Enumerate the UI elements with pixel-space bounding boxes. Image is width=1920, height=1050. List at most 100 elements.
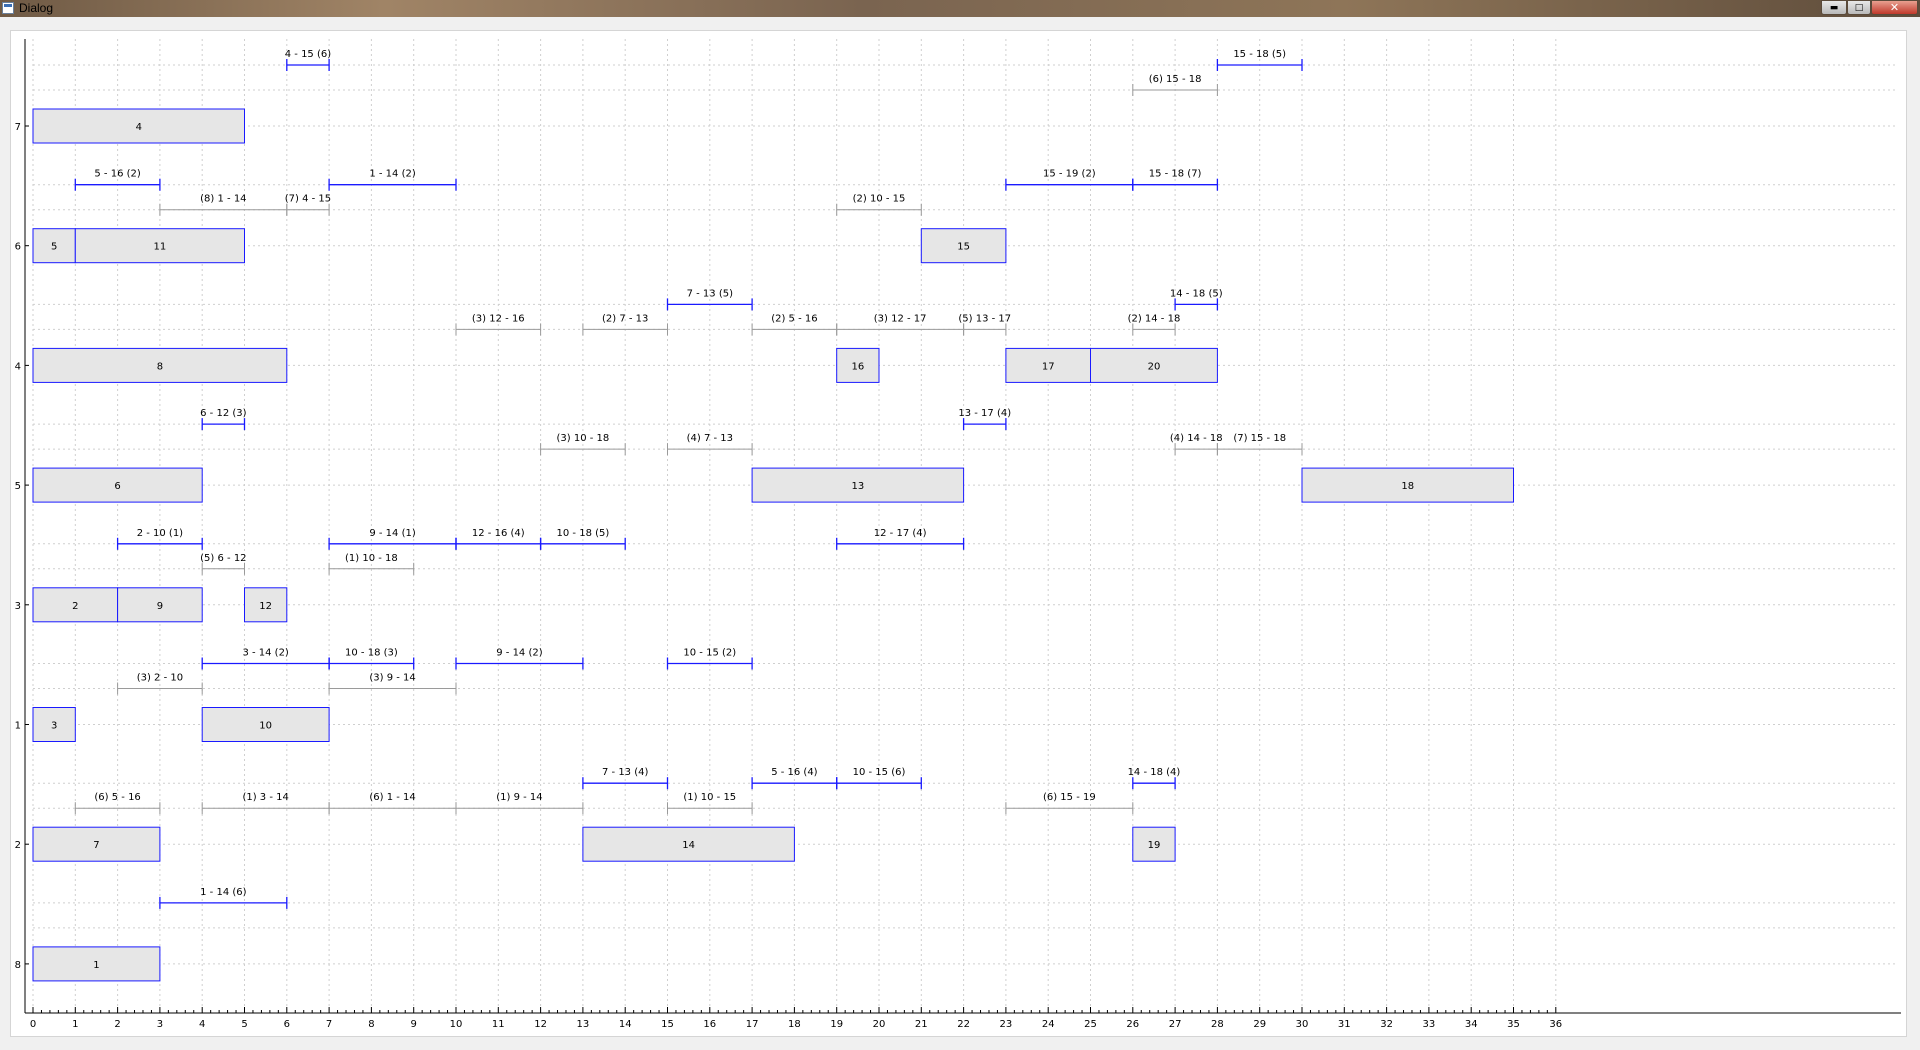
- interval-label: (7) 15 - 18: [1233, 433, 1286, 444]
- y-tick-label: 7: [15, 122, 21, 133]
- y-tick-label: 1: [15, 721, 21, 732]
- y-tick-label: 6: [15, 242, 21, 253]
- x-tick-label: 12: [534, 1019, 547, 1030]
- interval-label: (6) 15 - 18: [1149, 74, 1202, 85]
- x-tick-label: 15: [661, 1019, 674, 1030]
- task-bar-label: 3: [51, 721, 57, 732]
- task-bar: [74, 228, 245, 264]
- x-tick-label: 20: [873, 1019, 886, 1030]
- interval-label: (5) 13 - 17: [958, 313, 1011, 324]
- task-bar: [32, 707, 76, 742]
- y-tick-label: 8: [15, 960, 21, 971]
- x-tick-label: 23: [1000, 1019, 1013, 1030]
- task-bar-label: 20: [1148, 361, 1161, 372]
- interval-markers: 4 - 15 (6)15 - 18 (5)(6) 15 - 185 - 16 (…: [74, 49, 1303, 909]
- x-tick-label: 2: [114, 1019, 120, 1030]
- task-bar: [836, 347, 880, 383]
- task-bar-label: 13: [851, 481, 864, 492]
- x-tick-label: 22: [957, 1019, 970, 1030]
- maximize-button[interactable]: □: [1847, 0, 1871, 15]
- task-bar-label: 2: [72, 601, 78, 612]
- task-bar: [117, 587, 203, 623]
- interval-label: (4) 7 - 13: [687, 433, 733, 444]
- x-tick-label: 31: [1338, 1019, 1351, 1030]
- x-tick-label: 33: [1423, 1019, 1436, 1030]
- x-tick-label: 21: [915, 1019, 928, 1030]
- x-tick-label: 14: [619, 1019, 632, 1030]
- task-bar-label: 17: [1042, 361, 1055, 372]
- x-tick-label: 7: [326, 1019, 332, 1030]
- interval-label: 5 - 16 (2): [94, 169, 140, 180]
- interval-label: (7) 4 - 15: [285, 194, 331, 205]
- interval-label: (3) 10 - 18: [557, 433, 610, 444]
- interval-label: 15 - 19 (2): [1043, 169, 1096, 180]
- interval-label: 10 - 18 (3): [345, 648, 398, 659]
- interval-label: (3) 9 - 14: [369, 673, 415, 684]
- x-tick-label: 34: [1465, 1019, 1478, 1030]
- task-bar: [582, 826, 795, 862]
- x-tick-label: 10: [450, 1019, 463, 1030]
- interval-label: 10 - 15 (2): [683, 648, 736, 659]
- interval-label: 3 - 14 (2): [242, 648, 288, 659]
- interval-label: 14 - 18 (5): [1170, 288, 1223, 299]
- interval-label: (2) 7 - 13: [602, 313, 648, 324]
- x-tick-label: 6: [284, 1019, 290, 1030]
- x-tick-label: 30: [1296, 1019, 1309, 1030]
- interval-label: 15 - 18 (7): [1149, 169, 1202, 180]
- x-tick-label: 3: [157, 1019, 163, 1030]
- interval-label: (1) 10 - 15: [683, 792, 736, 803]
- task-bar-label: 15: [957, 242, 970, 253]
- interval-label: (8) 1 - 14: [200, 194, 246, 205]
- task-bar: [1005, 347, 1092, 383]
- interval-label: (1) 10 - 18: [345, 553, 398, 564]
- y-tick-label: 4: [15, 361, 21, 372]
- x-tick-label: 36: [1549, 1019, 1562, 1030]
- task-bar: [244, 587, 288, 623]
- interval-label: 7 - 13 (4): [602, 767, 648, 778]
- task-bar: [32, 587, 119, 623]
- close-button[interactable]: ✕: [1871, 0, 1918, 15]
- interval-label: (4) 14 - 18: [1170, 433, 1223, 444]
- interval-label: (2) 10 - 15: [853, 194, 906, 205]
- task-bar: [1090, 347, 1218, 383]
- x-tick-label: 24: [1042, 1019, 1055, 1030]
- interval-label: (6) 5 - 16: [94, 792, 140, 803]
- interval-label: (1) 9 - 14: [496, 792, 542, 803]
- interval-label: 9 - 14 (1): [369, 528, 415, 539]
- x-tick-label: 26: [1126, 1019, 1139, 1030]
- y-tick-label: 5: [15, 481, 21, 492]
- task-bar: [32, 108, 245, 144]
- task-bar-label: 10: [259, 721, 272, 732]
- task-bar: [751, 467, 965, 503]
- task-bar-label: 7: [93, 840, 99, 851]
- task-bar-label: 11: [154, 242, 167, 253]
- task-bar-label: 1: [93, 960, 99, 971]
- task-bar-label: 9: [157, 601, 163, 612]
- interval-label: (2) 14 - 18: [1128, 313, 1181, 324]
- interval-label: (3) 12 - 17: [874, 313, 927, 324]
- x-tick-label: 0: [30, 1019, 36, 1030]
- task-bar-label: 19: [1148, 840, 1161, 851]
- task-bar-label: 8: [157, 361, 163, 372]
- interval-label: (6) 15 - 19: [1043, 792, 1096, 803]
- x-tick-label: 17: [746, 1019, 759, 1030]
- minimize-button[interactable]: ▬: [1821, 0, 1847, 15]
- interval-label: 9 - 14 (2): [496, 648, 542, 659]
- interval-label: 13 - 17 (4): [958, 408, 1011, 419]
- x-tick-label: 27: [1169, 1019, 1182, 1030]
- x-tick-label: 16: [703, 1019, 716, 1030]
- x-tick-label: 28: [1211, 1019, 1224, 1030]
- x-tick-label: 32: [1380, 1019, 1393, 1030]
- interval-label: (3) 12 - 16: [472, 313, 525, 324]
- task-bar-label: 6: [114, 481, 120, 492]
- x-tick-label: 4: [199, 1019, 205, 1030]
- x-tick-label: 8: [368, 1019, 374, 1030]
- x-tick-label: 29: [1253, 1019, 1266, 1030]
- task-bar-label: 18: [1401, 481, 1414, 492]
- interval-label: (5) 6 - 12: [200, 553, 246, 564]
- task-bar-label: 4: [136, 122, 142, 133]
- interval-label: 1 - 14 (6): [200, 887, 246, 898]
- title-bar: Dialog ▬ □ ✕: [0, 0, 1920, 17]
